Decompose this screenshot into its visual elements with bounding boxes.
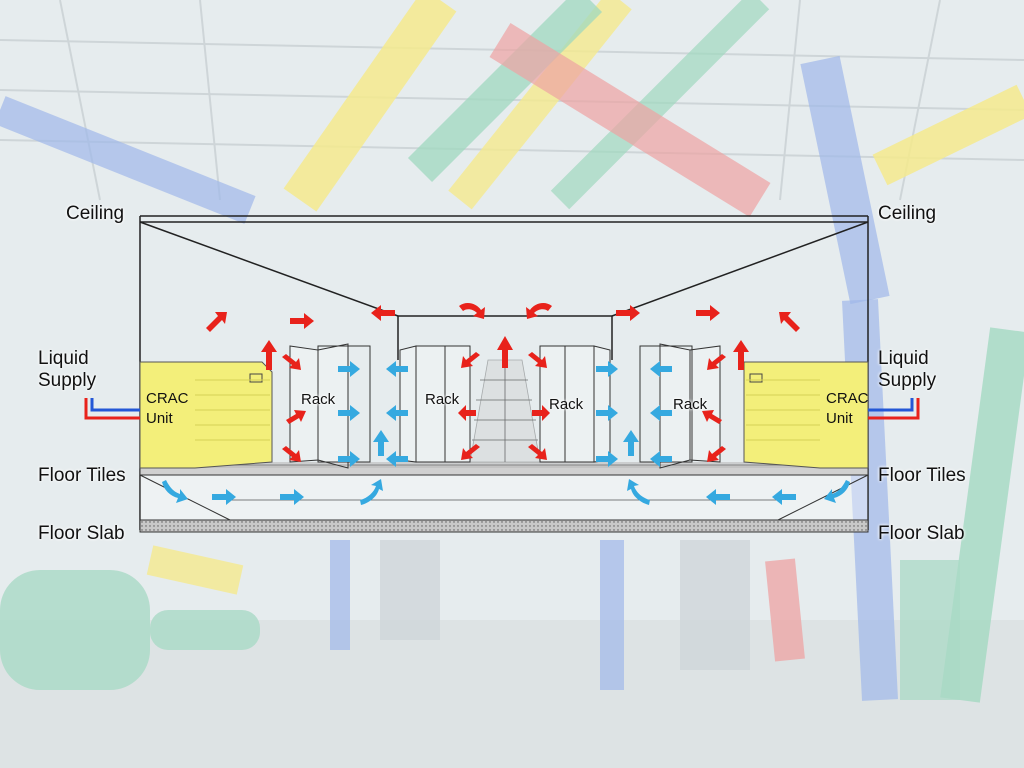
crac-line1: CRAC	[826, 390, 869, 407]
liquid-supply-line1: Liquid	[38, 348, 89, 369]
cold-arrow	[338, 451, 360, 467]
rack-label-3: Rack	[549, 396, 584, 413]
cold-arrow	[212, 489, 236, 505]
crac-unit-left	[139, 361, 273, 469]
crac-unit-label-left: CRAC Unit	[146, 389, 189, 429]
cold-arrow	[386, 405, 408, 421]
cold-arrow	[386, 451, 408, 467]
hot-arrow	[286, 410, 306, 424]
hot-arrow	[290, 313, 314, 329]
liquid-supply-label-left: Liquid Supply	[38, 348, 96, 392]
cold-arrow	[162, 480, 188, 503]
cold-arrow	[623, 430, 639, 456]
hot-arrow	[459, 303, 485, 319]
hot-arrow	[461, 352, 480, 368]
crac-unit-label-right: CRAC Unit	[826, 389, 869, 429]
liquid-supply-line2: Supply	[878, 370, 937, 391]
cold-arrow	[386, 361, 408, 377]
crac-line2: Unit	[146, 410, 173, 427]
rack-2	[399, 345, 471, 463]
rack-3	[539, 345, 611, 463]
liquid-supply-line2: Supply	[38, 370, 97, 391]
cold-arrow	[373, 430, 389, 456]
floor-slab-label-left: Floor Slab	[38, 523, 125, 544]
cold-arrow	[650, 451, 672, 467]
hot-arrow	[282, 354, 301, 370]
hot-arrow	[616, 305, 640, 321]
cold-arrow	[596, 405, 618, 421]
hot-arrow	[702, 410, 722, 424]
cold-air-arrows	[162, 361, 850, 505]
crac-line2: Unit	[826, 410, 853, 427]
crac-unit-right	[743, 361, 869, 469]
cold-arrow	[824, 480, 850, 503]
liquid-supply-line1: Liquid	[878, 348, 929, 369]
hot-arrow	[779, 312, 800, 332]
hot-arrow	[526, 303, 552, 319]
rack-label-2: Rack	[425, 391, 460, 408]
hot-arrow	[206, 312, 227, 332]
hot-arrow	[707, 354, 726, 370]
hot-arrow	[696, 305, 720, 321]
hot-arrow	[532, 405, 550, 421]
ceiling-label-left: Ceiling	[66, 203, 125, 224]
cold-arrow	[338, 361, 360, 377]
ceiling-label-right: Ceiling	[878, 203, 937, 224]
hot-arrow	[371, 305, 395, 321]
room-box	[139, 215, 869, 530]
floor-tiles	[139, 462, 869, 476]
cold-arrow	[338, 405, 360, 421]
rack-label-1: Rack	[301, 391, 336, 408]
hot-arrow	[261, 340, 277, 370]
liquid-supply-pipes-left	[84, 398, 140, 420]
raised-floor-plenum	[139, 474, 869, 521]
floor-tiles-label-left: Floor Tiles	[38, 465, 126, 486]
hot-arrow	[461, 444, 480, 460]
cold-arrow	[650, 405, 672, 421]
hot-air-arrows	[206, 303, 800, 462]
crac-line1: CRAC	[146, 390, 189, 407]
hot-arrow	[282, 446, 301, 462]
cold-arrow	[627, 479, 650, 505]
liquid-supply-label-right: Liquid Supply	[878, 348, 936, 392]
cold-arrow	[596, 451, 618, 467]
cold-arrow	[706, 489, 730, 505]
rack-1	[289, 343, 371, 469]
hot-arrow	[497, 336, 513, 368]
cold-arrow	[596, 361, 618, 377]
cold-arrow	[772, 489, 796, 505]
liquid-supply-pipes-right	[868, 398, 920, 420]
hot-arrow	[458, 405, 476, 421]
floor-slab-label-right: Floor Slab	[878, 523, 965, 544]
floor-tiles-label-right: Floor Tiles	[878, 465, 966, 486]
cold-arrow	[650, 361, 672, 377]
hot-arrow	[528, 352, 547, 368]
hot-arrow	[733, 340, 749, 370]
rack-label-4: Rack	[673, 396, 708, 413]
hot-arrow	[707, 446, 726, 462]
cold-arrow	[280, 489, 304, 505]
cold-arrow	[360, 479, 383, 505]
hot-arrow	[528, 444, 547, 460]
